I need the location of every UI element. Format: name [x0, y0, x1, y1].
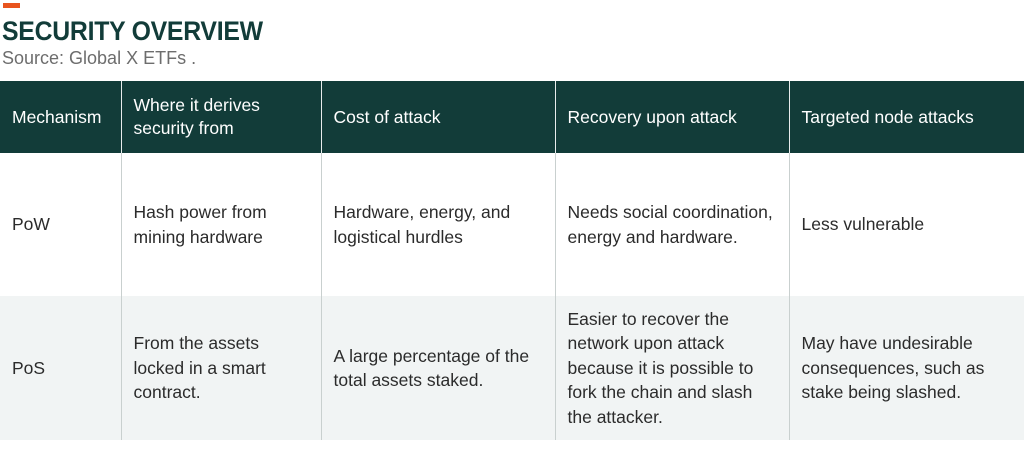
column-header: Cost of attack	[320, 81, 555, 153]
table-cell: Hash power from mining hardware	[120, 153, 321, 296]
table-row: PoW Hash power from mining hardware Hard…	[0, 153, 1024, 296]
source-note: Source: Global X ETFs .	[2, 48, 197, 68]
table-cell: A large percentage of the total assets s…	[320, 296, 555, 440]
table-cell: Hardware, energy, and logistical hurdles	[320, 153, 555, 296]
table-header-row: Mechanism Where it derives security from…	[0, 81, 1024, 153]
table-cell: Needs social coordination, energy and ha…	[554, 153, 789, 296]
column-header: Where it derives security from	[120, 81, 321, 153]
table-cell: Easier to recover the network upon attac…	[554, 296, 789, 440]
table-cell: May have undesirable consequences, such …	[788, 296, 1024, 440]
column-header: Targeted node attacks	[788, 81, 1024, 153]
page-title: SECURITY OVERVIEW	[2, 16, 263, 46]
table-cell: PoW	[0, 153, 121, 296]
accent-bar	[3, 3, 20, 8]
table-cell: From the assets locked in a smart contra…	[120, 296, 321, 440]
security-table: Mechanism Where it derives security from…	[0, 81, 1024, 440]
column-header: Mechanism	[0, 81, 121, 153]
table-cell: Less vulnerable	[788, 153, 1024, 296]
table-cell: PoS	[0, 296, 121, 440]
column-header: Recovery upon attack	[554, 81, 789, 153]
table-row: PoS From the assets locked in a smart co…	[0, 296, 1024, 440]
